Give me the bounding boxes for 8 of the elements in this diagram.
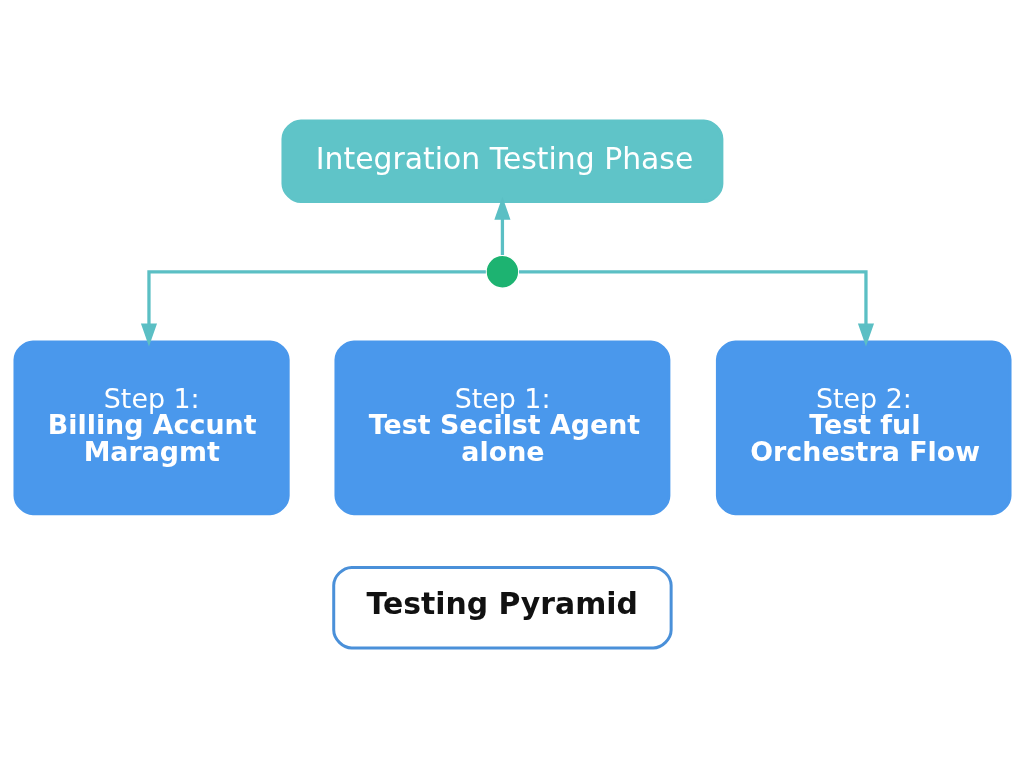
node-box: Testing Pyramid <box>331 565 673 649</box>
arrow <box>518 269 874 347</box>
node-box: Step 2: Test ful Orchestra Flow <box>715 339 1012 515</box>
node-box: Step 1: Billing Accunt Maragmt <box>12 339 290 515</box>
node-box: Step 1: Test Secilst Agent alone <box>333 339 670 515</box>
node-box: Integration Testing Phase <box>280 119 723 203</box>
node-circle <box>484 254 520 289</box>
arrow <box>140 269 486 347</box>
